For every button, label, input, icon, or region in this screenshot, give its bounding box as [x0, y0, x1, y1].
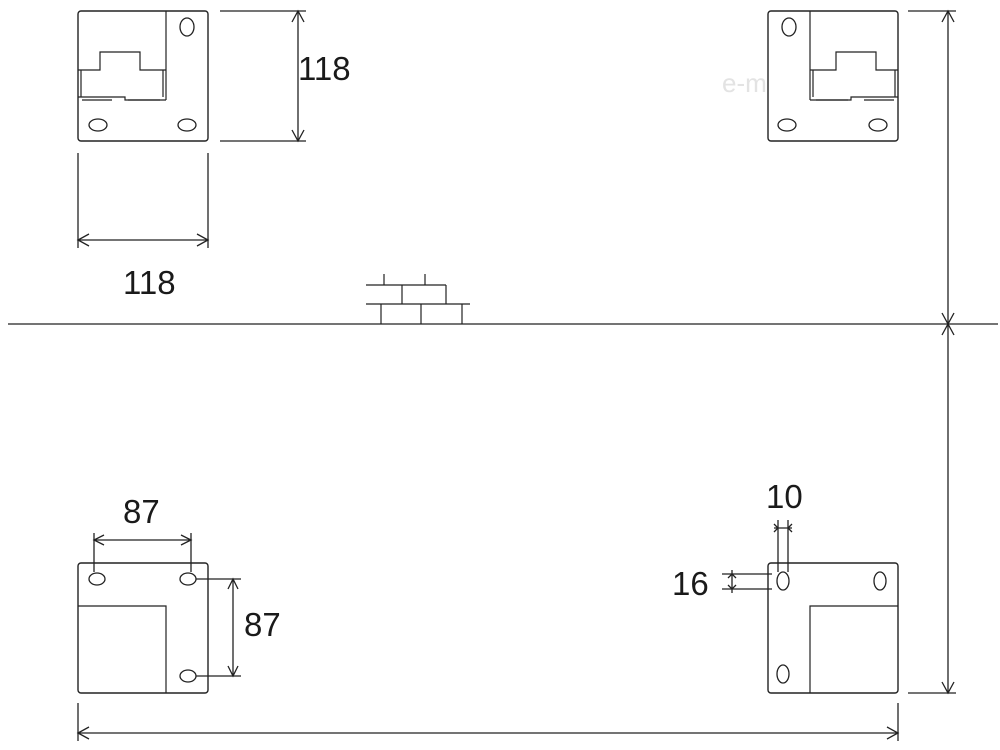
- slot-hole: [781, 17, 797, 37]
- dimension-horizontal-total: [76, 703, 900, 741]
- dimension-hole-spacing-horizontal: [92, 533, 193, 572]
- bracket-bottom-left: [77, 562, 209, 694]
- dimension-label-slot-width: 10: [766, 478, 803, 515]
- dimension-label-slot-height: 16: [672, 565, 709, 602]
- dimension-top-left-width: [76, 153, 210, 248]
- dimension-vertical-total: [908, 9, 956, 695]
- dimension-label-height: 118: [298, 50, 351, 87]
- dimension-label-hole-spacing-v: 87: [244, 606, 281, 643]
- slot-hole: [776, 664, 790, 684]
- wall-reference-line: [8, 274, 998, 325]
- bracket-top-left: [77, 10, 209, 142]
- dimension-label-width: 118: [123, 264, 176, 301]
- slot-hole: [777, 118, 797, 132]
- brick-wall-icon: [366, 274, 470, 324]
- slot-hole: [177, 118, 197, 132]
- dimension-slot-height: [722, 570, 772, 593]
- slot-hole: [868, 118, 888, 132]
- dimension-label-hole-spacing-h: 87: [123, 493, 160, 530]
- dimension-slot-width: [773, 520, 793, 572]
- slot-hole: [88, 572, 106, 586]
- slot-hole: [873, 571, 887, 591]
- dimension-hole-spacing-vertical: [196, 577, 241, 678]
- slot-hole: [776, 571, 790, 591]
- bracket-bottom-right: [767, 562, 899, 694]
- slot-hole: [179, 17, 195, 37]
- slot-hole: [179, 669, 197, 683]
- bracket-top-right: [767, 10, 899, 142]
- slot-hole: [179, 572, 197, 586]
- slot-hole: [88, 118, 108, 132]
- dimension-top-left-height: [220, 9, 306, 143]
